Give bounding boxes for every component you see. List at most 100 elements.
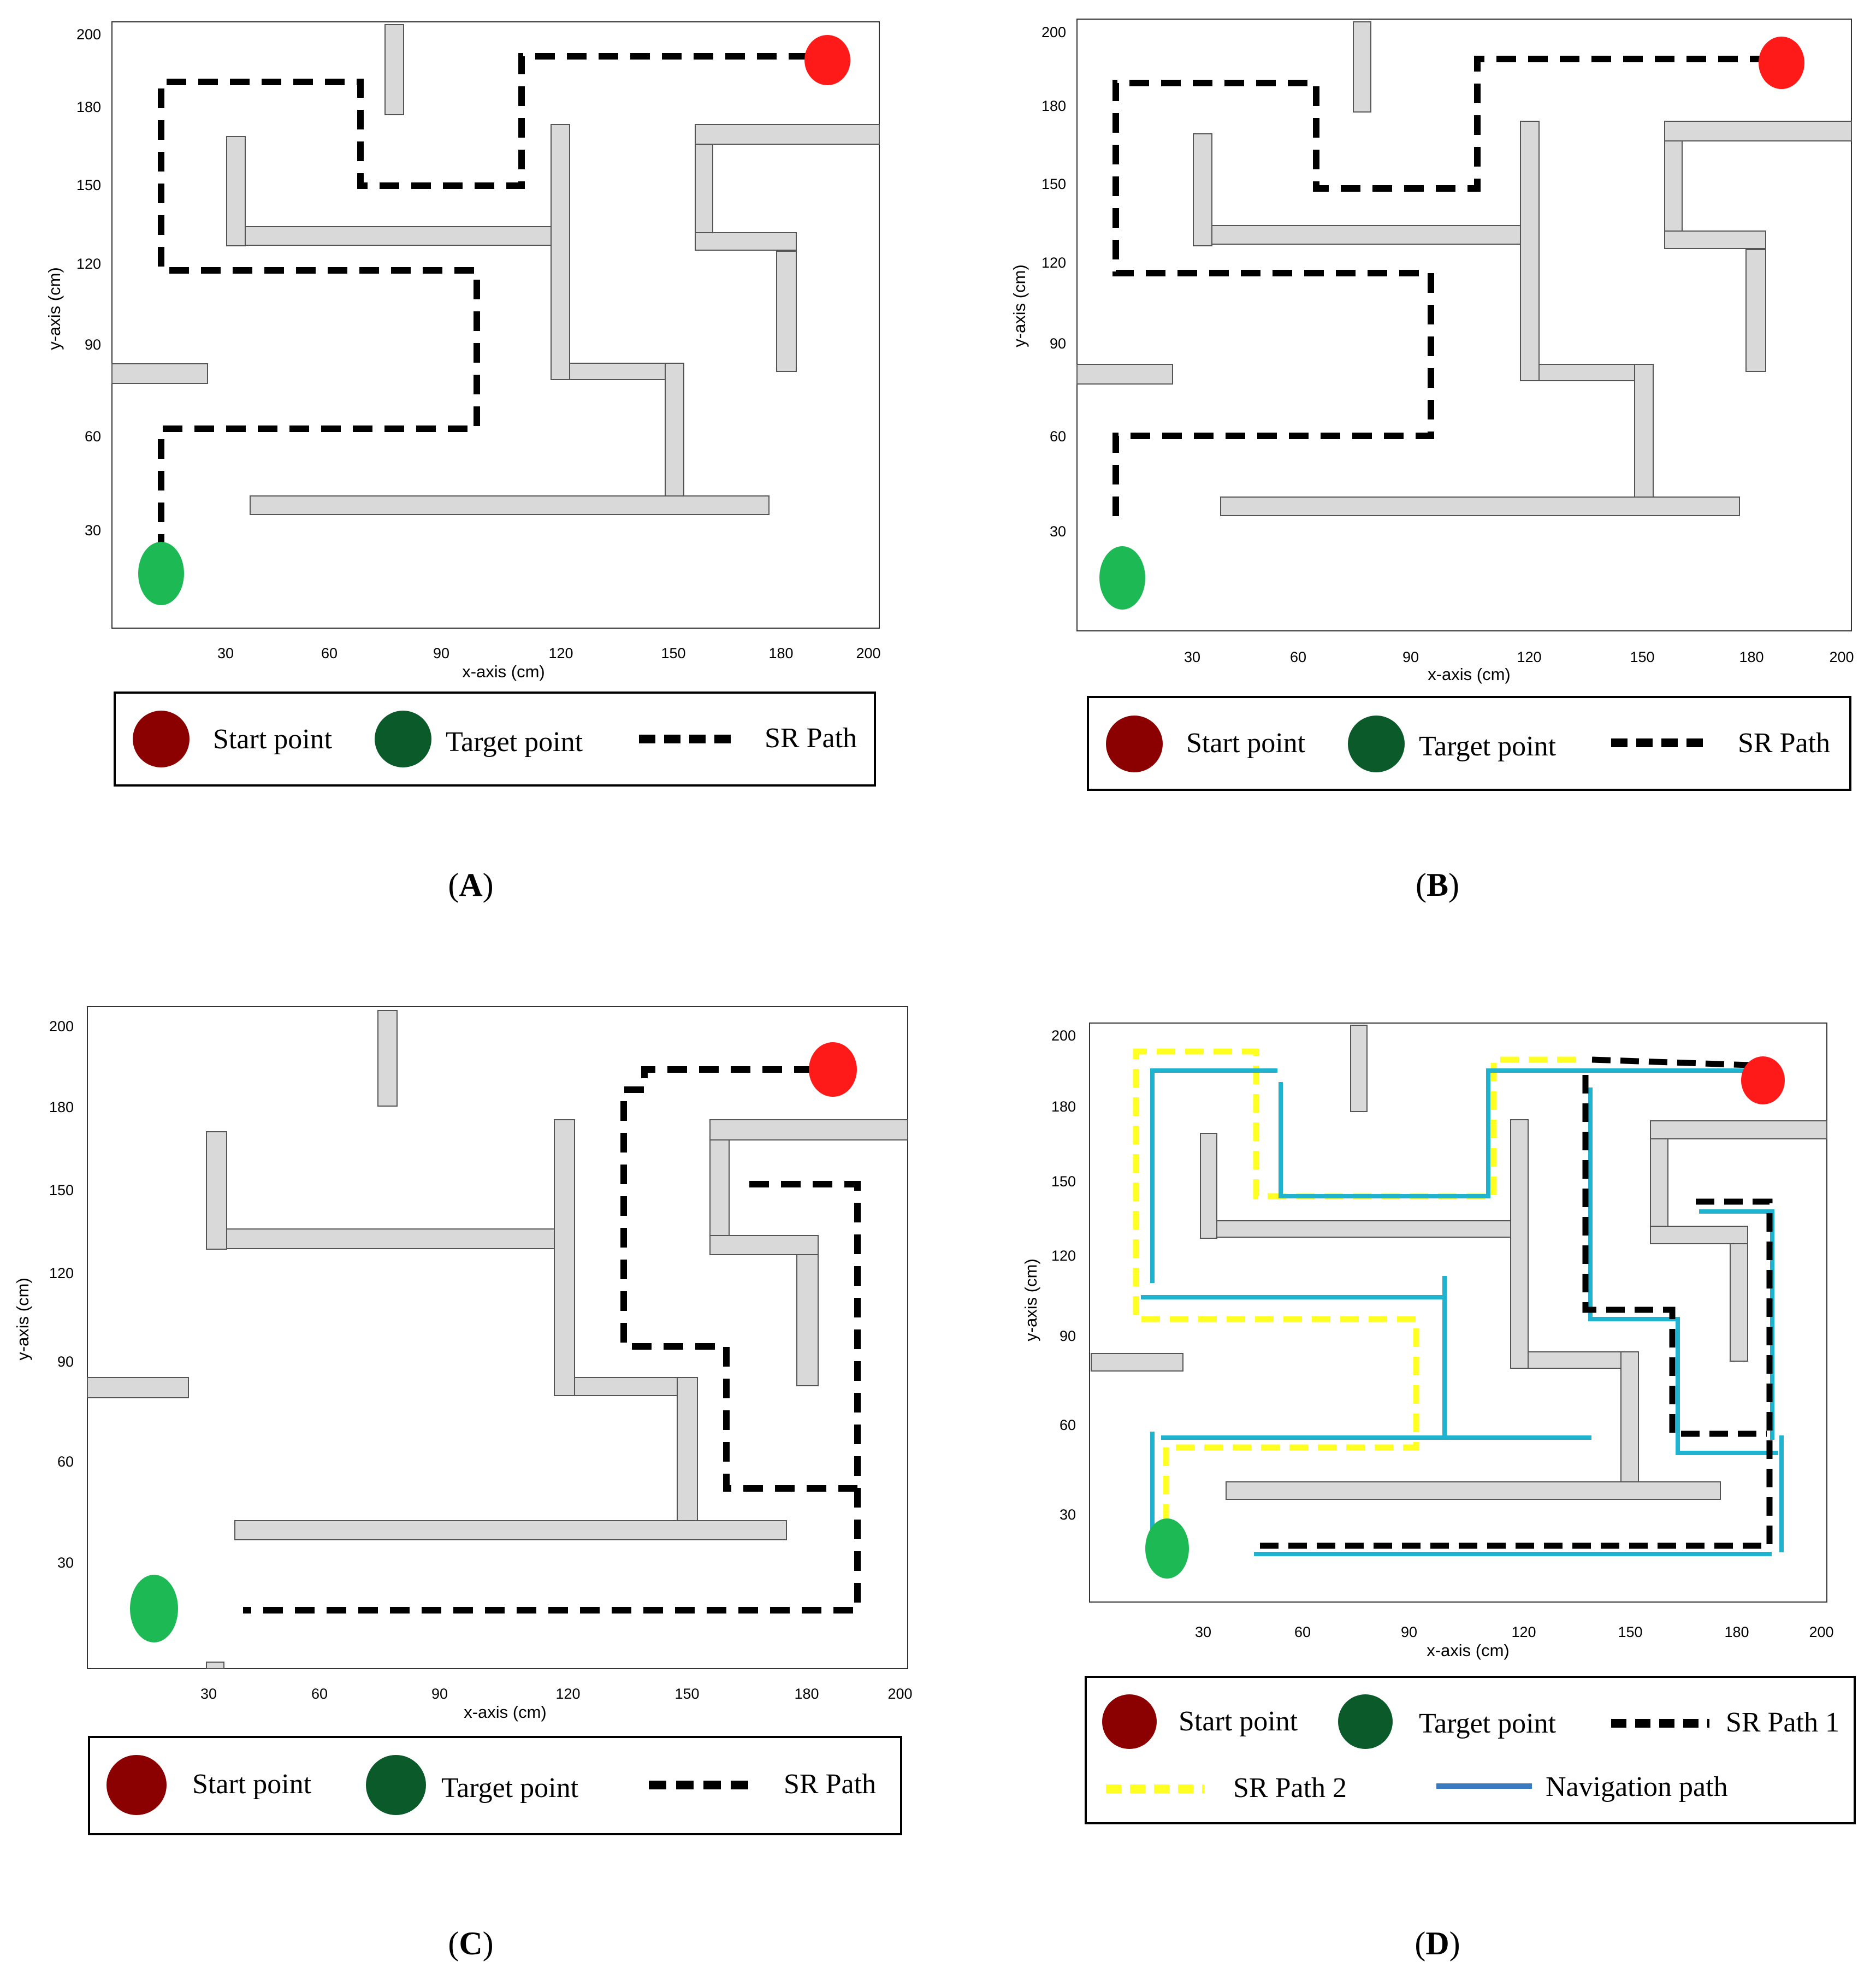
y-tick: 200 xyxy=(1051,1027,1076,1044)
wall xyxy=(695,232,797,251)
wall xyxy=(1650,1120,1827,1139)
wall xyxy=(1520,121,1540,381)
x-tick: 60 xyxy=(1294,1624,1311,1640)
plot-frame xyxy=(87,1006,908,1669)
legend-start-label: Start point xyxy=(213,724,333,755)
wall xyxy=(1538,364,1635,381)
x-tick-labels: 30 60 90 120 150 180 200 xyxy=(1195,1624,1834,1640)
x-tick-labels: 30 60 90 120 150 180 200 xyxy=(1184,649,1854,665)
y-tick: 30 xyxy=(85,522,101,539)
wall xyxy=(250,495,770,515)
y-tick: 150 xyxy=(1051,1173,1076,1190)
y-tick: 90 xyxy=(85,336,101,353)
y-tick-labels: 200 180 150 120 90 60 30 xyxy=(49,1018,74,1571)
x-tick: 90 xyxy=(433,645,449,661)
wall xyxy=(1216,1220,1511,1238)
y-tick: 30 xyxy=(1050,523,1066,540)
x-tick: 30 xyxy=(200,1686,217,1702)
caption-paren: ) xyxy=(1448,867,1459,903)
x-tick: 30 xyxy=(1195,1624,1211,1640)
sr-path-2 xyxy=(1133,1048,1576,1524)
target-point-marker xyxy=(138,542,184,605)
caption-paren: ) xyxy=(1449,1925,1460,1961)
sr-path xyxy=(1112,56,1770,527)
wall xyxy=(1664,121,1852,141)
wall xyxy=(1528,1351,1621,1369)
wall xyxy=(1650,1138,1668,1227)
x-tick-labels: 30 60 90 120 150 180 200 xyxy=(217,645,881,661)
y-tick-labels: 200 180 150 120 90 60 30 xyxy=(1041,24,1066,540)
y-tick: 60 xyxy=(1060,1417,1076,1433)
legend: Start point Target point SR Path 1 SR Pa… xyxy=(1085,1676,1856,1824)
panel-caption: (A) xyxy=(448,867,493,903)
legend-target-label: Target point xyxy=(446,726,583,758)
y-tick: 90 xyxy=(57,1354,74,1370)
x-axis-label: x-axis (cm) xyxy=(464,1703,547,1722)
wall xyxy=(1200,1133,1217,1239)
wall xyxy=(206,1662,224,1669)
x-tick: 150 xyxy=(674,1686,699,1702)
start-point-marker xyxy=(1759,37,1804,89)
x-tick: 150 xyxy=(1618,1624,1642,1640)
legend-box xyxy=(1085,1676,1856,1824)
plot-frame xyxy=(111,21,880,629)
y-tick: 120 xyxy=(49,1265,74,1281)
wall xyxy=(1634,364,1654,499)
sr-path-1-segment xyxy=(1582,1075,1767,1437)
wall xyxy=(695,144,713,233)
y-tick: 90 xyxy=(1050,335,1066,352)
y-tick: 150 xyxy=(1041,176,1066,192)
x-tick: 60 xyxy=(321,645,338,661)
wall xyxy=(234,1520,787,1540)
sr-path-1-segment xyxy=(1251,1198,1773,1549)
wall xyxy=(1211,225,1521,245)
legend-start-swatch xyxy=(133,711,190,767)
wall xyxy=(1193,133,1212,246)
wall xyxy=(665,363,684,498)
plot-frame xyxy=(1076,19,1852,631)
navigation-segment xyxy=(1279,1068,1758,1198)
x-tick: 90 xyxy=(1402,649,1419,665)
y-tick-labels: 200 180 150 120 90 60 30 xyxy=(1051,1027,1076,1523)
x-tick: 90 xyxy=(431,1686,448,1702)
wall xyxy=(1076,364,1173,385)
maze-walls xyxy=(87,1010,908,1669)
wall xyxy=(551,124,570,380)
legend-box xyxy=(88,1736,902,1835)
x-tick: 200 xyxy=(1829,649,1854,665)
wall xyxy=(554,1119,575,1396)
legend-sr-path-1-label: SR Path 1 xyxy=(1726,1707,1839,1738)
legend-sr-path-label: SR Path xyxy=(1738,728,1830,759)
legend-navigation-path-label: Navigation path xyxy=(1546,1771,1728,1802)
wall xyxy=(377,1010,398,1107)
y-tick: 30 xyxy=(1060,1506,1076,1523)
x-tick: 180 xyxy=(768,645,793,661)
y-tick: 150 xyxy=(49,1182,74,1198)
wall xyxy=(1091,1353,1183,1372)
wall xyxy=(709,1139,730,1236)
wall xyxy=(1730,1243,1748,1362)
legend-start-label: Start point xyxy=(1186,728,1306,759)
maze-walls xyxy=(1076,21,1852,516)
y-tick: 180 xyxy=(49,1099,74,1115)
plot-frame xyxy=(1089,1023,1827,1603)
legend-sr-path-2-label: SR Path 2 xyxy=(1233,1772,1347,1804)
sr-path-1-segment xyxy=(1591,1056,1751,1068)
wall xyxy=(1510,1119,1529,1369)
x-tick: 150 xyxy=(1630,649,1654,665)
x-tick: 30 xyxy=(217,645,234,661)
sr-path xyxy=(620,1066,857,1492)
x-tick-labels: 30 60 90 120 150 180 200 xyxy=(200,1686,913,1702)
wall xyxy=(226,1228,555,1249)
legend-target-swatch xyxy=(375,711,431,767)
legend-target-label: Target point xyxy=(1419,1708,1557,1739)
target-point-marker xyxy=(1099,546,1145,610)
y-tick: 200 xyxy=(1041,24,1066,40)
wall xyxy=(1220,497,1740,516)
x-tick: 120 xyxy=(555,1686,580,1702)
wall xyxy=(796,1254,819,1386)
caption-paren: ( xyxy=(448,1925,459,1961)
y-tick: 180 xyxy=(1041,98,1066,114)
x-tick: 200 xyxy=(887,1686,912,1702)
